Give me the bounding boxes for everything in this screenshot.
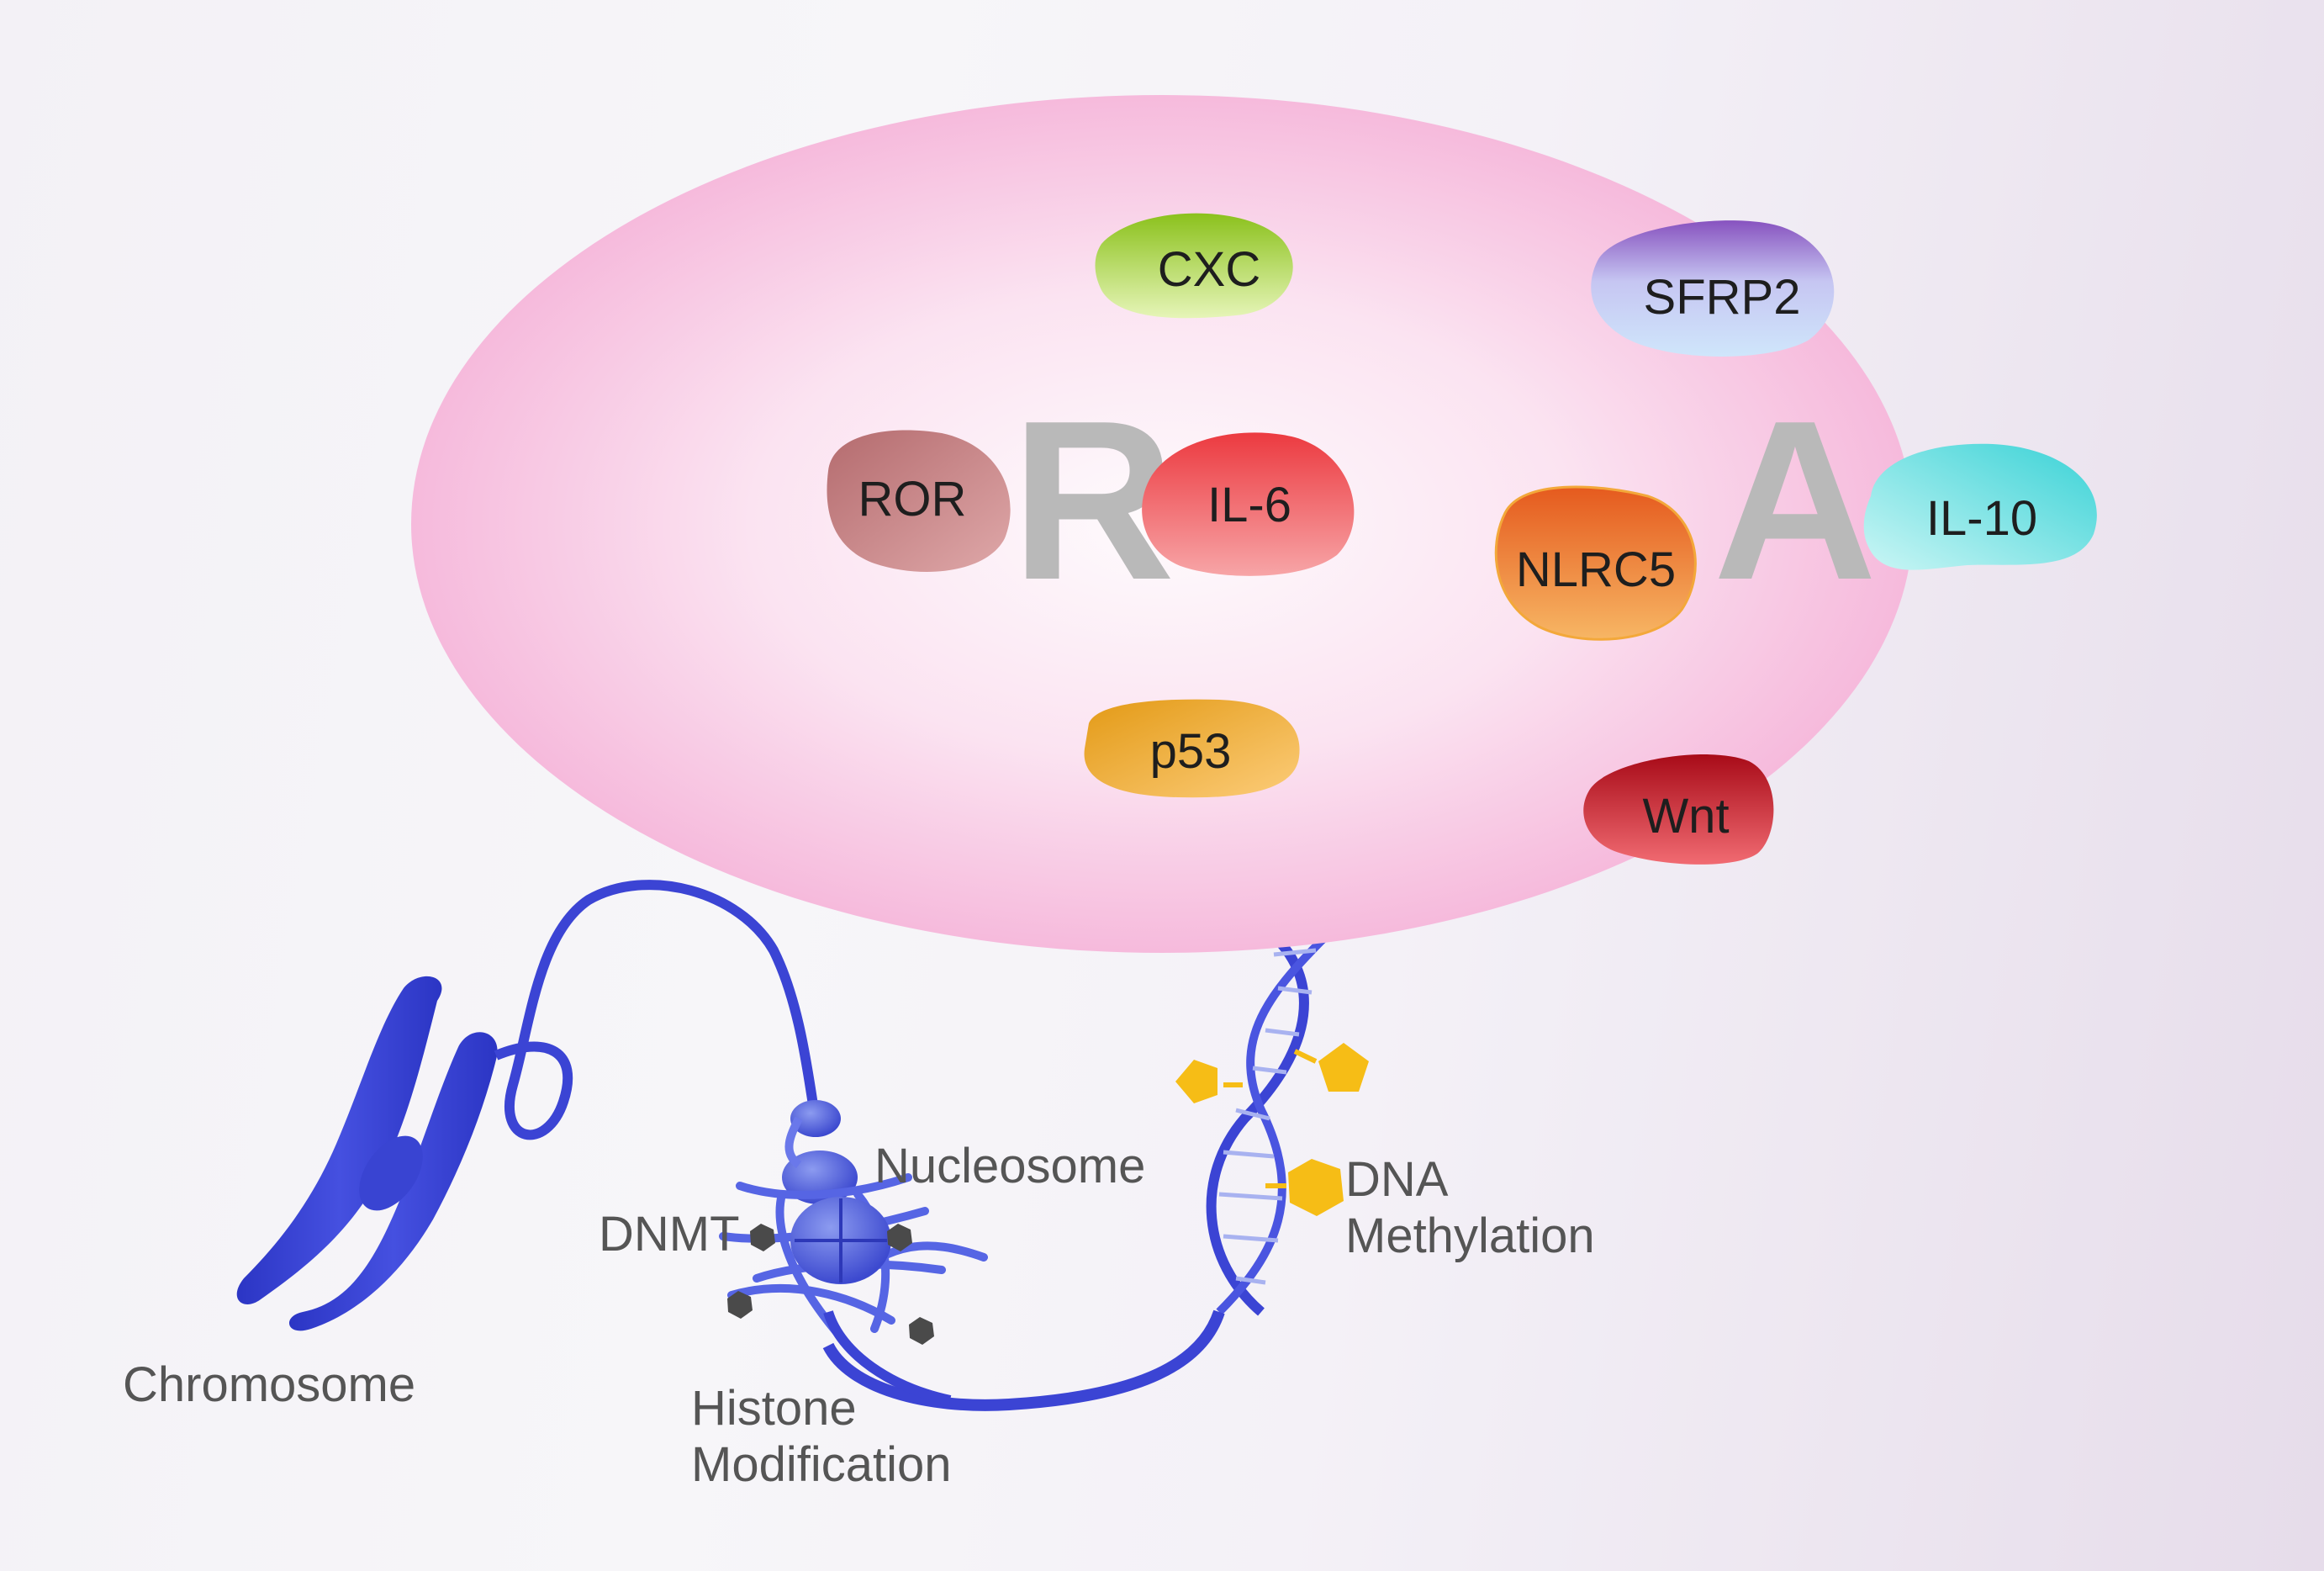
- molecule-label: NLRC5: [1516, 542, 1676, 597]
- molecule-p53: p53: [1084, 699, 1300, 798]
- modification-mark-icon: [909, 1317, 934, 1345]
- chromosome-icon: [236, 976, 498, 1331]
- modification-mark-icon: [727, 1291, 753, 1319]
- chromatin-fiber: [823, 1310, 952, 1405]
- histone-modification-label: Histone Modification: [691, 1381, 951, 1493]
- molecule-il6: IL-6: [1142, 432, 1355, 576]
- molecule-label: ROR: [858, 472, 967, 526]
- molecule-label: Wnt: [1642, 789, 1729, 844]
- methyl-groups: [1175, 1043, 1369, 1216]
- histone-modification-marks: [727, 1224, 934, 1345]
- molecule-label: SFRP2: [1644, 270, 1801, 325]
- modification-mark-icon: [750, 1224, 775, 1251]
- methyl-group-icon: [1318, 1043, 1369, 1092]
- molecule-label: IL-6: [1207, 478, 1291, 532]
- methyl-group-icon: [1288, 1159, 1344, 1216]
- dna-methylation-label: DNA Methylation: [1345, 1152, 1595, 1264]
- molecule-wnt: Wnt: [1583, 754, 1774, 865]
- nucleosome-icon: [719, 1100, 988, 1341]
- modification-mark-icon: [887, 1224, 912, 1251]
- letter-a: A: [1714, 374, 1878, 627]
- dnmt-label: DNMT: [599, 1207, 740, 1262]
- molecule-label: p53: [1150, 724, 1232, 779]
- histone-label-line2: Modification: [691, 1436, 952, 1492]
- dna-double-helix: [822, 921, 1340, 1411]
- chromosome-label: Chromosome: [123, 1357, 416, 1412]
- molecule-il10: IL-10: [1863, 443, 2097, 570]
- chromatin-fiber: [494, 880, 819, 1140]
- molecule-sfrp2: SFRP2: [1591, 220, 1835, 357]
- nucleosome-label: Nucleosome: [874, 1139, 1146, 1193]
- dna-methylation-line2: Methylation: [1345, 1208, 1595, 1263]
- molecule-nlrc5: NLRC5: [1494, 485, 1697, 641]
- methyl-group-icon: [1175, 1060, 1217, 1103]
- molecule-cxc: CXC: [1095, 213, 1293, 319]
- histone-label-line1: Histone: [691, 1381, 857, 1436]
- molecule-ror: ROR: [827, 430, 1011, 572]
- dna-methylation-line1: DNA: [1345, 1152, 1449, 1207]
- molecule-label: IL-10: [1926, 491, 2037, 546]
- molecule-label: CXC: [1158, 242, 1260, 297]
